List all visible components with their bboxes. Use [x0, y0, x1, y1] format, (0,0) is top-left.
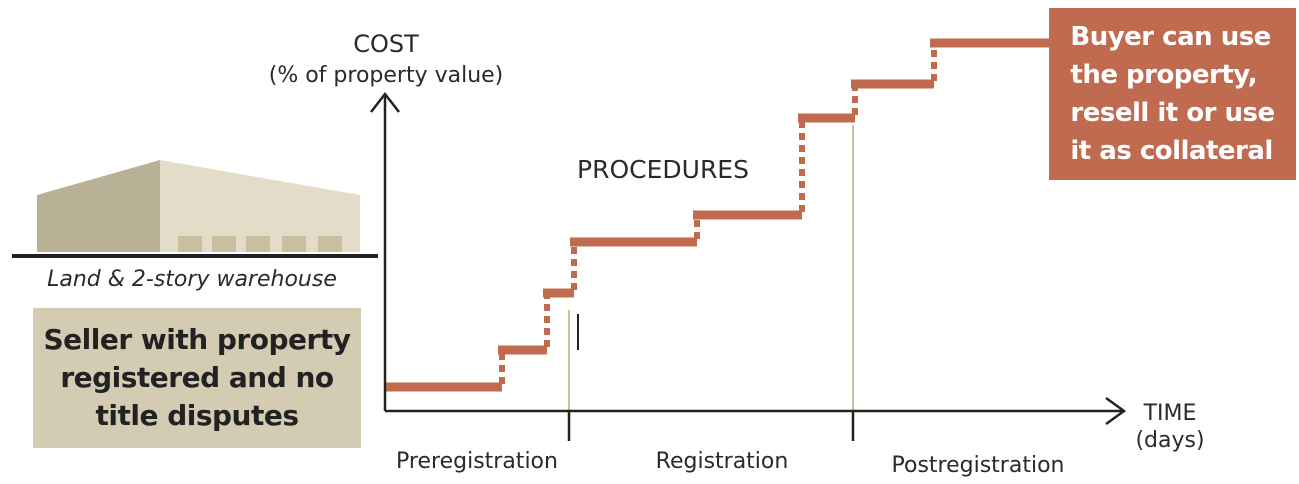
procedures-label: PROCEDURES	[577, 155, 749, 184]
procedure-risers	[499, 46, 937, 384]
buyer-label: Buyer can use the property, resell it or…	[1070, 22, 1275, 166]
phase-label-preregistration: Preregistration	[396, 449, 558, 474]
y-axis	[370, 91, 400, 411]
x-axis	[385, 396, 1127, 441]
y-axis-subtitle: (% of property value)	[269, 63, 504, 88]
buyer-box: Buyer can use the property, resell it or…	[1049, 8, 1296, 180]
seller-label: Seller with property registered and no t…	[43, 323, 352, 432]
procedure-steps	[386, 38, 1062, 392]
phase-label-postregistration: Postregistration	[892, 453, 1065, 478]
phase-label-registration: Registration	[656, 449, 789, 474]
warehouse-icon	[12, 160, 378, 258]
ground-line	[12, 254, 378, 258]
x-axis-title: TIME	[1143, 401, 1197, 426]
seller-box: Seller with property registered and no t…	[33, 308, 361, 448]
x-axis-subtitle: (days)	[1135, 428, 1204, 453]
warehouse-caption: Land & 2-story warehouse	[47, 267, 337, 292]
y-axis-title: COST	[353, 30, 419, 58]
